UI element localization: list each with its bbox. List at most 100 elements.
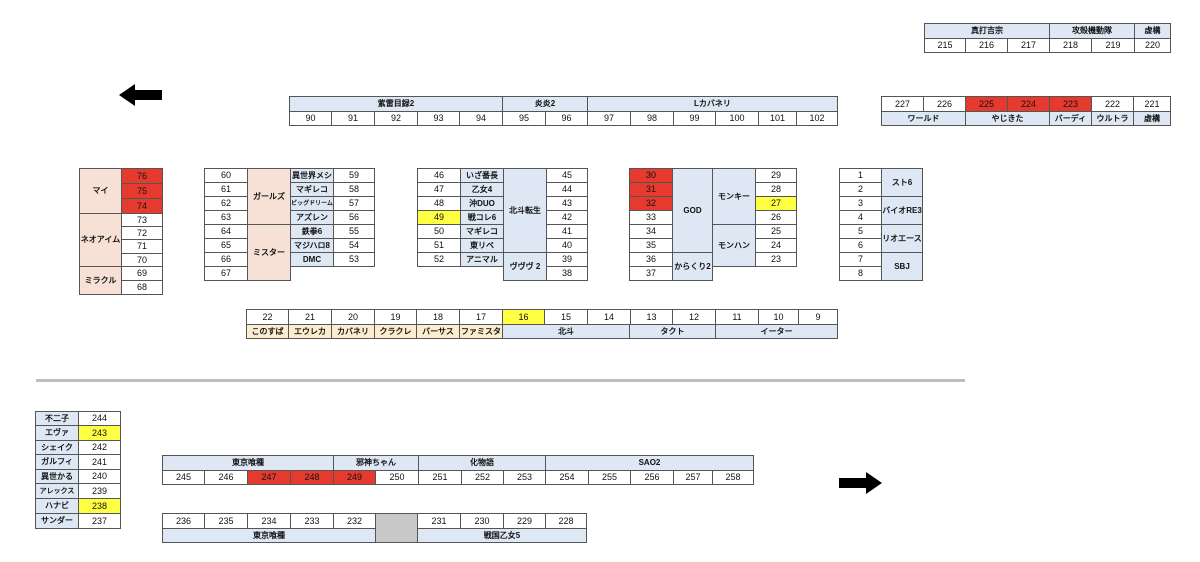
machine-label: バーディ [1049,111,1092,126]
slot-number: 244 [78,411,121,426]
slot-number: 226 [923,96,966,112]
machine-label: イーター [715,324,838,339]
slot-number: 3 [839,196,882,211]
machine-label: タクト [629,324,716,339]
block-1: 1 2 3 4 5 6 7 8 スト6 バイオRE3 リオエース SBJ [839,168,923,281]
slot-number: 75 [121,183,163,199]
machine-label: 沖DUO [460,196,504,211]
slot-number: 5 [839,224,882,239]
machine-label: 北斗 [502,324,630,339]
block-30: 30 31 32 33 34 35 36 37 GOD からくり2 モンキー モ… [629,168,797,281]
slot-number: 99 [673,111,716,126]
slot-number: 256 [630,470,674,485]
machine-label: ビッグドリーム [290,196,334,211]
slot-number: 248 [290,470,334,485]
slot-number: 245 [162,470,205,485]
slot-number: 6 [839,238,882,253]
slot-number: 100 [715,111,759,126]
slot-number: 22 [246,309,289,325]
slot-number: 221 [1133,96,1171,112]
slot-number: 48 [417,196,461,211]
slot-number: 94 [459,111,503,126]
slot-number: 33 [629,210,673,225]
slot-number: 234 [247,513,291,529]
slot-number: 47 [417,182,461,197]
block-46: 46 47 48 49 50 51 52 いざ番長 乙女4 沖DUO 戦コレ6 … [417,168,588,281]
machine-label: マジハロ8 [290,238,334,253]
slot-number: 239 [78,483,121,499]
slot-number: 28 [755,182,797,197]
slot-number: 21 [288,309,332,325]
machine-label: サンダー [35,513,79,529]
machine-label: リオエース [881,224,923,253]
machine-label: ネオアイム [79,213,122,267]
slot-number: 76 [121,168,163,184]
machine-label: 邪神ちゃん [333,455,419,471]
slot-number: 13 [630,309,673,325]
slot-number: 1 [839,168,882,183]
slot-number: 66 [204,252,248,267]
machine-label: 異世かる [35,469,79,484]
machine-label: 攻殻機動隊 [1049,23,1135,39]
slot-number: 43 [546,196,588,211]
slot-number: 228 [545,513,587,529]
machine-label: バーサス [416,324,460,339]
slot-number: 26 [755,210,797,225]
machine-label: SBJ [881,252,923,281]
slot-number: 242 [78,440,121,455]
slot-number: 258 [712,470,754,485]
machine-label: 東京喰種 [162,528,376,543]
slot-number: 35 [629,238,673,253]
slot-number: 232 [333,513,376,529]
section-divider [36,379,965,382]
slot-number: 223 [1049,96,1092,112]
slot-number: 64 [204,224,248,239]
machine-label: エウレカ [288,324,332,339]
slot-number: 252 [461,470,504,485]
slot-number: 229 [503,513,546,529]
slot-number: 220 [1134,38,1171,53]
middle-row-group: 22 21 20 19 18 17 16 15 14 13 12 11 10 9… [246,309,838,339]
slot-number: 95 [502,111,546,126]
machine-label: DMC [290,252,334,267]
machine-label: マギレコ [290,182,334,197]
slot-number: 2 [839,182,882,197]
slot-number: 37 [629,266,673,281]
slot-number: 61 [204,182,248,197]
top-right-group: 真打吉宗 攻殻機動隊 虚構 215 216 217 218 219 220 [924,23,1171,53]
slot-number: 98 [630,111,674,126]
slot-number: 40 [546,238,588,253]
slot-number: 42 [546,210,588,225]
slot-number: 54 [333,238,375,253]
slot-number: 93 [417,111,460,126]
slot-number: 91 [331,111,375,126]
machine-label: 東京喰種 [162,455,334,471]
slot-number: 31 [629,182,673,197]
slot-number: 27 [755,196,797,211]
upper-right-group: 227 226 225 224 223 222 221 ワールド やじきた バー… [881,96,1171,126]
slot-number: 250 [375,470,419,485]
machine-label: モンキー [712,168,756,225]
slot-number: 15 [544,309,588,325]
slot-number: 57 [333,196,375,211]
slot-number: 51 [417,238,461,253]
machine-label: このすば [246,324,289,339]
slot-number: 96 [545,111,588,126]
empty-slot [375,513,418,543]
machine-label: ヴヴヴ 2 [503,252,547,281]
slot-number: 29 [755,168,797,183]
slot-number: 247 [247,470,291,485]
machine-label: からくり2 [672,252,713,281]
slot-number: 41 [546,224,588,239]
slot-number: 231 [417,513,461,529]
slot-number: 216 [965,38,1008,53]
slot-number: 254 [545,470,589,485]
slot-number: 74 [121,198,163,214]
machine-label: 異世界メシ [290,168,334,183]
slot-number: 69 [121,266,163,281]
slot-number: 39 [546,252,588,267]
slot-number: 230 [460,513,504,529]
slot-number: 92 [374,111,418,126]
slot-number: 44 [546,182,588,197]
machine-label: ガルフィ [35,454,79,470]
